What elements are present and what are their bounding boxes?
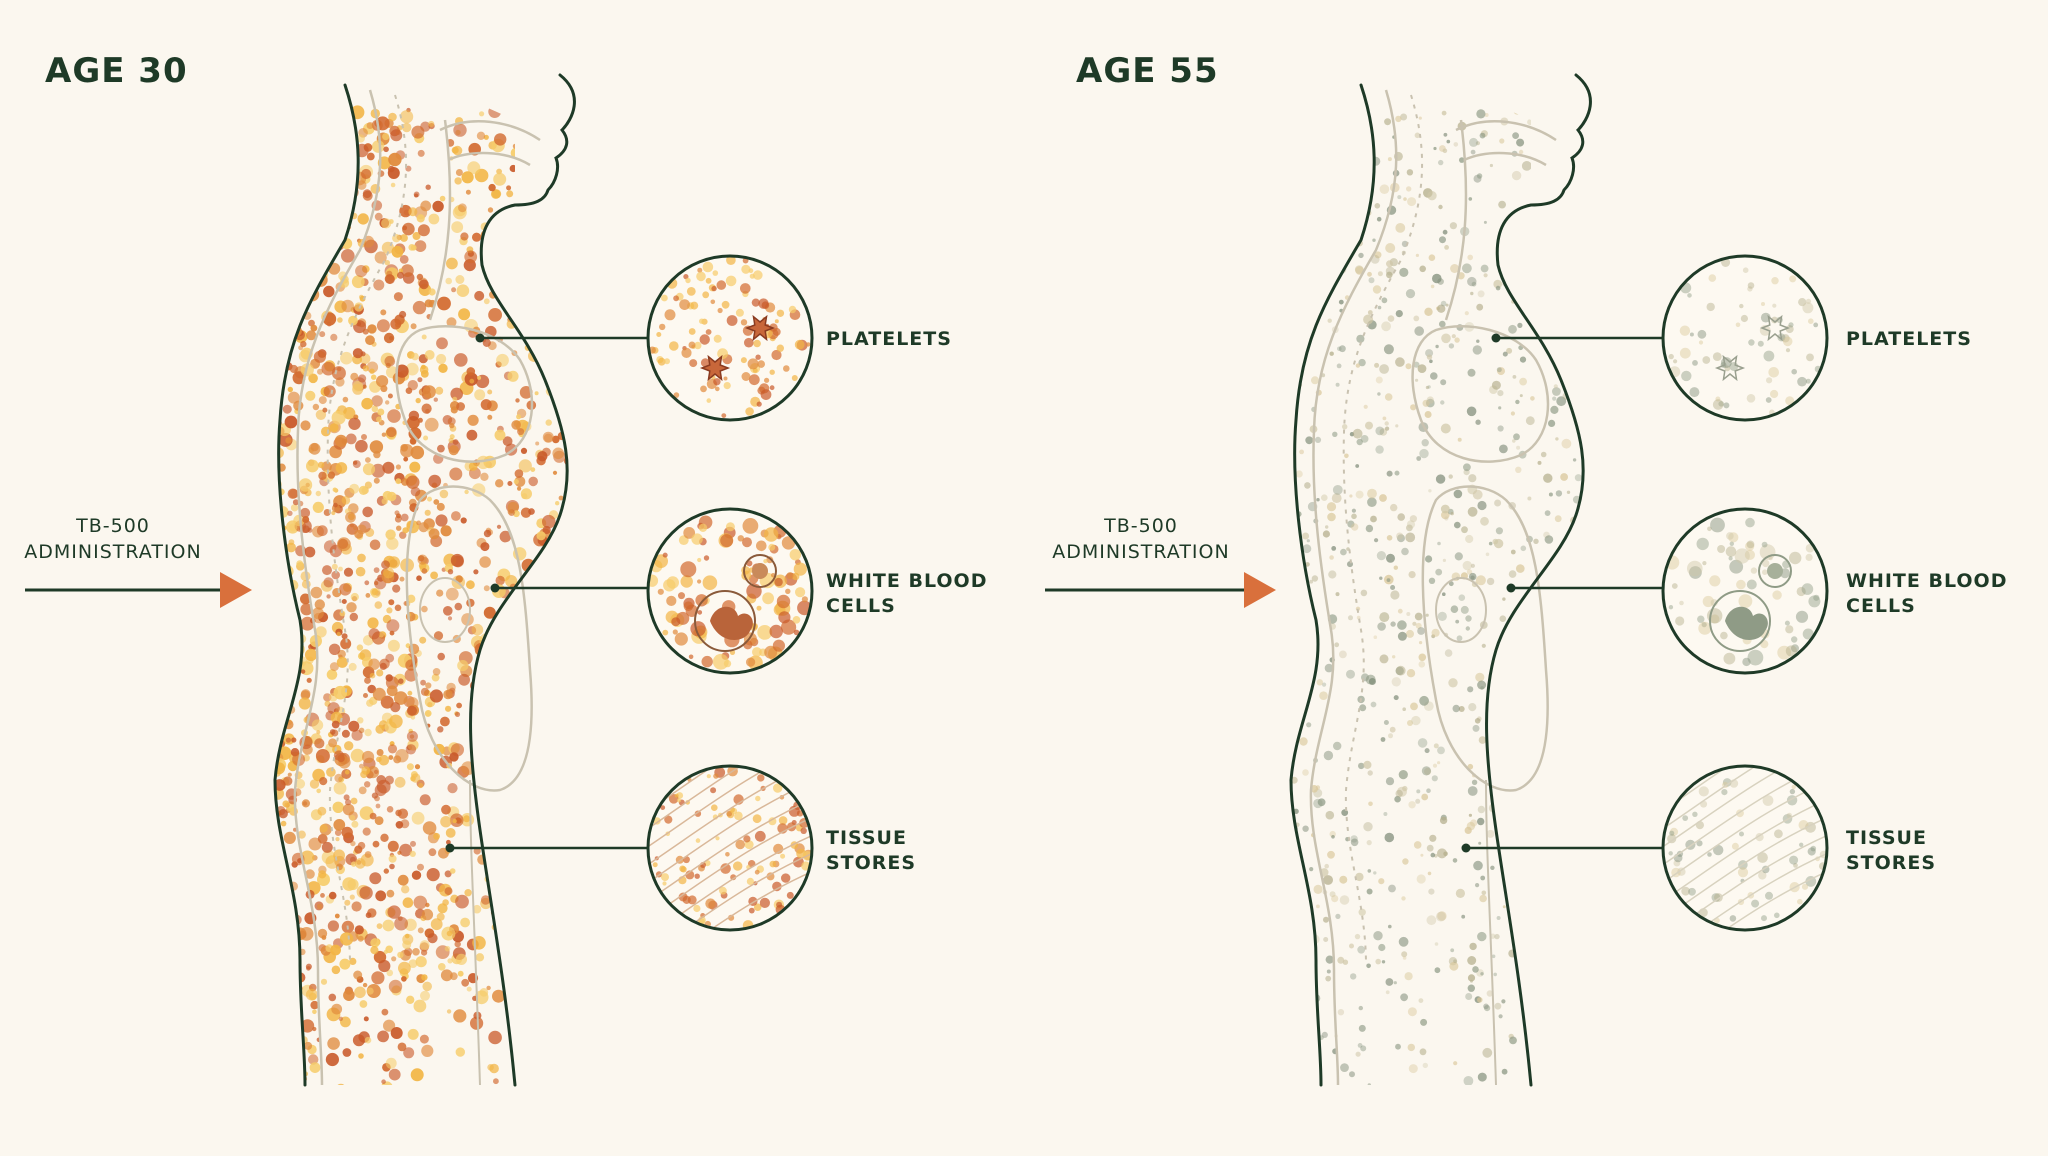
leader-dot (1507, 584, 1516, 593)
callout-label: PLATELETS (826, 328, 952, 350)
callout-label: CELLS (1846, 595, 1916, 617)
admin-arrow-head (1244, 572, 1276, 608)
callout-label: WHITE BLOOD (1846, 570, 2007, 592)
callout-label: STORES (1846, 852, 1936, 874)
age-label: AGE 30 (45, 51, 188, 91)
admin-label: ADMINISTRATION (24, 541, 201, 563)
cell-particles (1282, 107, 1600, 1093)
magnified-view (640, 688, 820, 978)
leader-dot (446, 844, 455, 853)
callout-label: STORES (826, 852, 916, 874)
callout-wbc: WHITE BLOOD CELLS (1507, 509, 2008, 673)
callout-platelets: PLATELETS (476, 255, 952, 420)
spine-outline (1311, 90, 1396, 1085)
callout-label: WHITE BLOOD (826, 570, 987, 592)
leader-dot (1492, 334, 1501, 343)
admin-arrow-head (220, 572, 252, 608)
age-label: AGE 55 (1076, 51, 1219, 91)
body-illustration (1282, 75, 1600, 1093)
leader-dot (476, 334, 485, 343)
magnified-view (1655, 688, 1835, 978)
abdomen-organ-outline (1423, 487, 1548, 791)
callout-tissue: TISSUE STORES (1462, 688, 1937, 978)
callout-label: TISSUE (1846, 827, 1927, 849)
admin-label: TB-500 (1103, 515, 1178, 537)
admin-label: TB-500 (75, 515, 150, 537)
esophagus-outline (1446, 120, 1466, 320)
callout-wbc: WHITE BLOOD CELLS (491, 509, 988, 673)
leader-dot (1462, 844, 1471, 853)
admin-label: ADMINISTRATION (1052, 541, 1229, 563)
leader-dot (491, 584, 500, 593)
callout-label: CELLS (826, 595, 896, 617)
cell-particles (264, 105, 585, 1094)
callout-tissue: TISSUE STORES (446, 688, 917, 978)
body-illustration (264, 75, 585, 1095)
callout-label: PLATELETS (1846, 328, 1972, 350)
callout-label: TISSUE (826, 827, 907, 849)
